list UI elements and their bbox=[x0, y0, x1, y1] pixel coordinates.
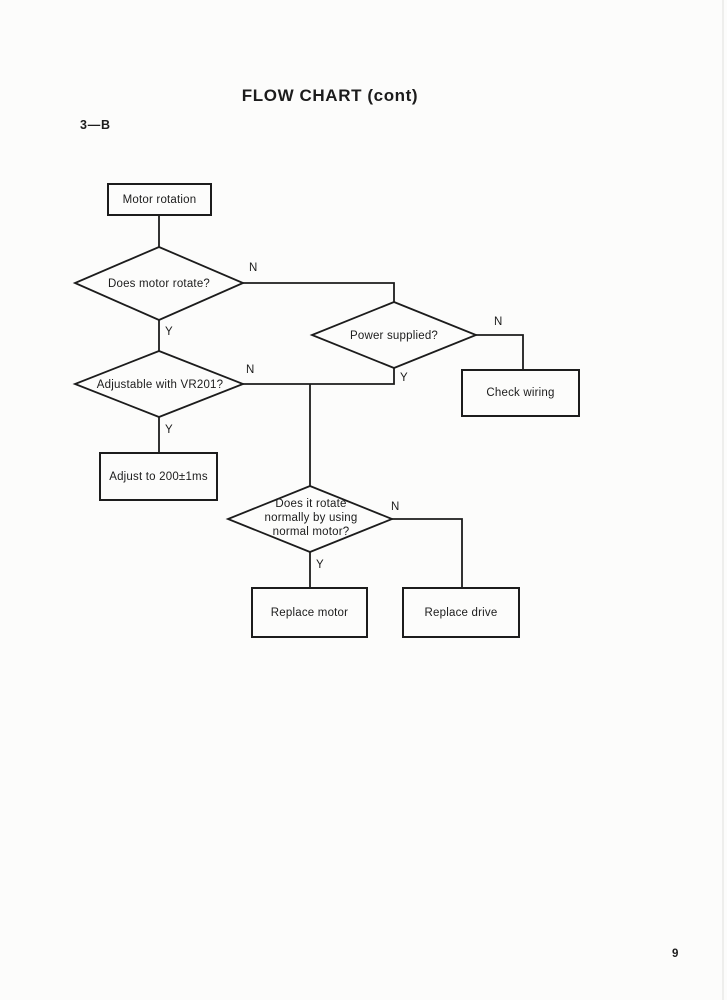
branch-label-no-decision1: N bbox=[249, 262, 258, 274]
branch-label-no-decision4: N bbox=[391, 501, 400, 513]
process-motor-rotation: Motor rotation bbox=[107, 183, 212, 216]
decision-power-supplied-shape bbox=[309, 301, 479, 369]
page-title: FLOW CHART (cont) bbox=[241, 86, 419, 105]
process-replace-drive-label: Replace drive bbox=[424, 606, 498, 619]
connector-decision2-yes-junction bbox=[243, 368, 395, 385]
branch-label-no-decision2: N bbox=[494, 316, 503, 328]
process-adjust-to-200ms-label: Adjust to 200±1ms bbox=[109, 470, 208, 483]
section-label: 3—B bbox=[80, 118, 111, 132]
decision-does-motor-rotate-label: Does motor rotate? bbox=[107, 277, 211, 290]
decision-power-supplied-label: Power supplied? bbox=[349, 329, 439, 342]
branch-label-yes-decision3: Y bbox=[165, 424, 173, 436]
connector-decision2-no-to-check-wiring bbox=[476, 334, 524, 369]
connector-decision4-no-to-replace-drive bbox=[392, 518, 463, 587]
page-number: 9 bbox=[672, 948, 679, 960]
decision-adjustable-vr201-label: Adjustable with VR201? bbox=[96, 378, 224, 391]
process-motor-rotation-label: Motor rotation bbox=[122, 193, 197, 206]
process-replace-drive: Replace drive bbox=[402, 587, 520, 638]
scan-artifact bbox=[722, 0, 724, 1000]
branch-label-no-decision3: N bbox=[246, 364, 255, 376]
branch-label-yes-decision1: Y bbox=[165, 326, 173, 338]
process-check-wiring: Check wiring bbox=[461, 369, 580, 417]
process-replace-motor-label: Replace motor bbox=[270, 606, 349, 619]
decision-rotate-normally-shape bbox=[225, 485, 395, 553]
connector-decision1-no-to-decision2 bbox=[243, 282, 395, 302]
decision-does-motor-rotate-shape bbox=[72, 246, 246, 321]
decision-rotate-normally-label: Does it rotate normally by using normal … bbox=[264, 497, 358, 539]
branch-label-yes-decision4: Y bbox=[316, 559, 324, 571]
branch-label-yes-decision2: Y bbox=[400, 372, 408, 384]
process-replace-motor: Replace motor bbox=[251, 587, 368, 638]
process-adjust-to-200ms: Adjust to 200±1ms bbox=[99, 452, 218, 501]
decision-adjustable-vr201-shape bbox=[72, 350, 246, 418]
process-check-wiring-label: Check wiring bbox=[486, 387, 555, 399]
